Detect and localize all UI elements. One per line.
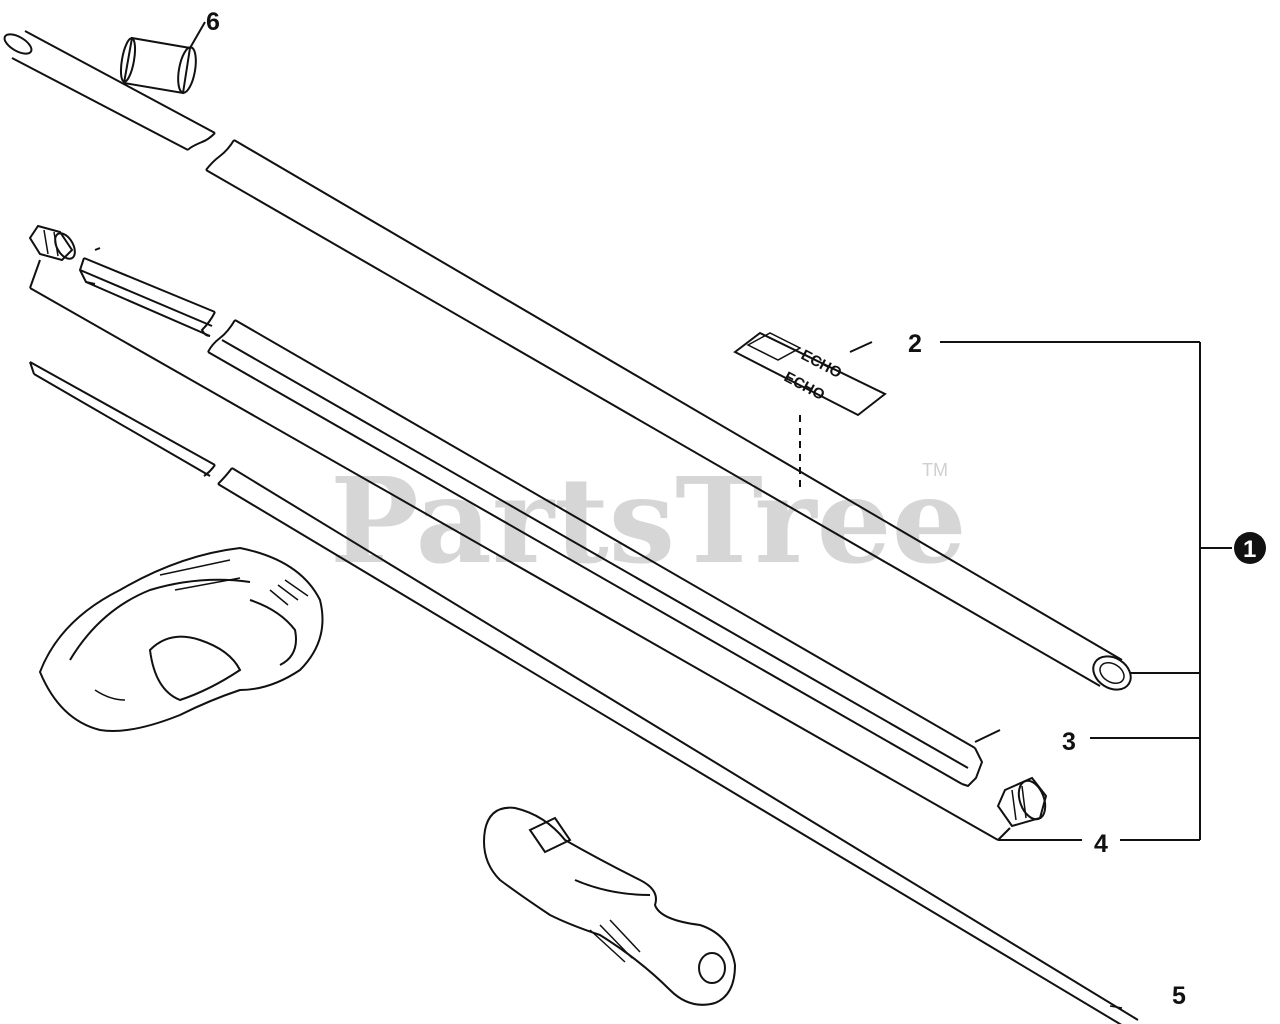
callout-3-label[interactable]: 3	[1062, 728, 1076, 756]
callout-1-label: 1	[1243, 536, 1256, 563]
part-3-liner[interactable]	[78, 247, 1001, 788]
drive-shaft-tube[interactable]	[2, 30, 1137, 696]
callout-bracket	[940, 341, 1232, 841]
throttle-handle-illustration	[483, 806, 737, 1006]
watermark-trademark: TM	[922, 460, 948, 480]
part-4-leader-line	[29, 287, 999, 841]
decal-brand-text-2: ECHO	[781, 369, 828, 405]
part-4-bushing-left[interactable]	[28, 224, 79, 289]
part-6-sleeve[interactable]	[118, 21, 206, 95]
callout-4-label[interactable]: 4	[1094, 830, 1108, 858]
part-4-bushing-right[interactable]	[996, 776, 1082, 841]
loop-handle-illustration	[38, 546, 324, 732]
callout-1[interactable]: 1	[1234, 532, 1266, 564]
callout-2-label[interactable]: 2	[908, 330, 922, 358]
part-5-shaft[interactable]	[29, 361, 1162, 1024]
callout-5-label[interactable]: 5	[1172, 982, 1186, 1010]
callout-6-label[interactable]: 6	[206, 8, 220, 36]
watermark-text: PartsTree	[330, 451, 967, 590]
